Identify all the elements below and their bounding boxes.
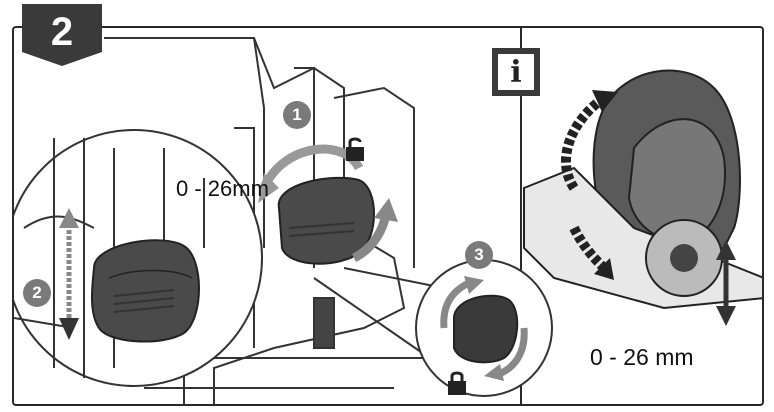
saw-illustration [14,37,762,404]
illustration-frame [12,26,764,406]
callout-3: 3 [464,240,494,270]
double-arrow-icon [59,208,79,340]
unlock-icon [344,136,366,162]
lock-icon [446,370,468,396]
depth-range-label-left: 0 - 26mm [176,176,269,201]
step-badge: 2 [22,4,102,66]
depth-knob-zoomed [91,239,200,343]
depth-range-label-right: 0 - 26 mm [590,344,694,370]
depth-knob [277,176,375,265]
panel-divider [520,28,522,404]
info-icon: i [492,48,540,96]
step-number: 2 [50,10,74,54]
lock-knob [453,294,519,364]
callout-2: 2 [22,278,52,308]
info-symbol: i [510,55,522,90]
callout-1: 1 [282,100,312,130]
